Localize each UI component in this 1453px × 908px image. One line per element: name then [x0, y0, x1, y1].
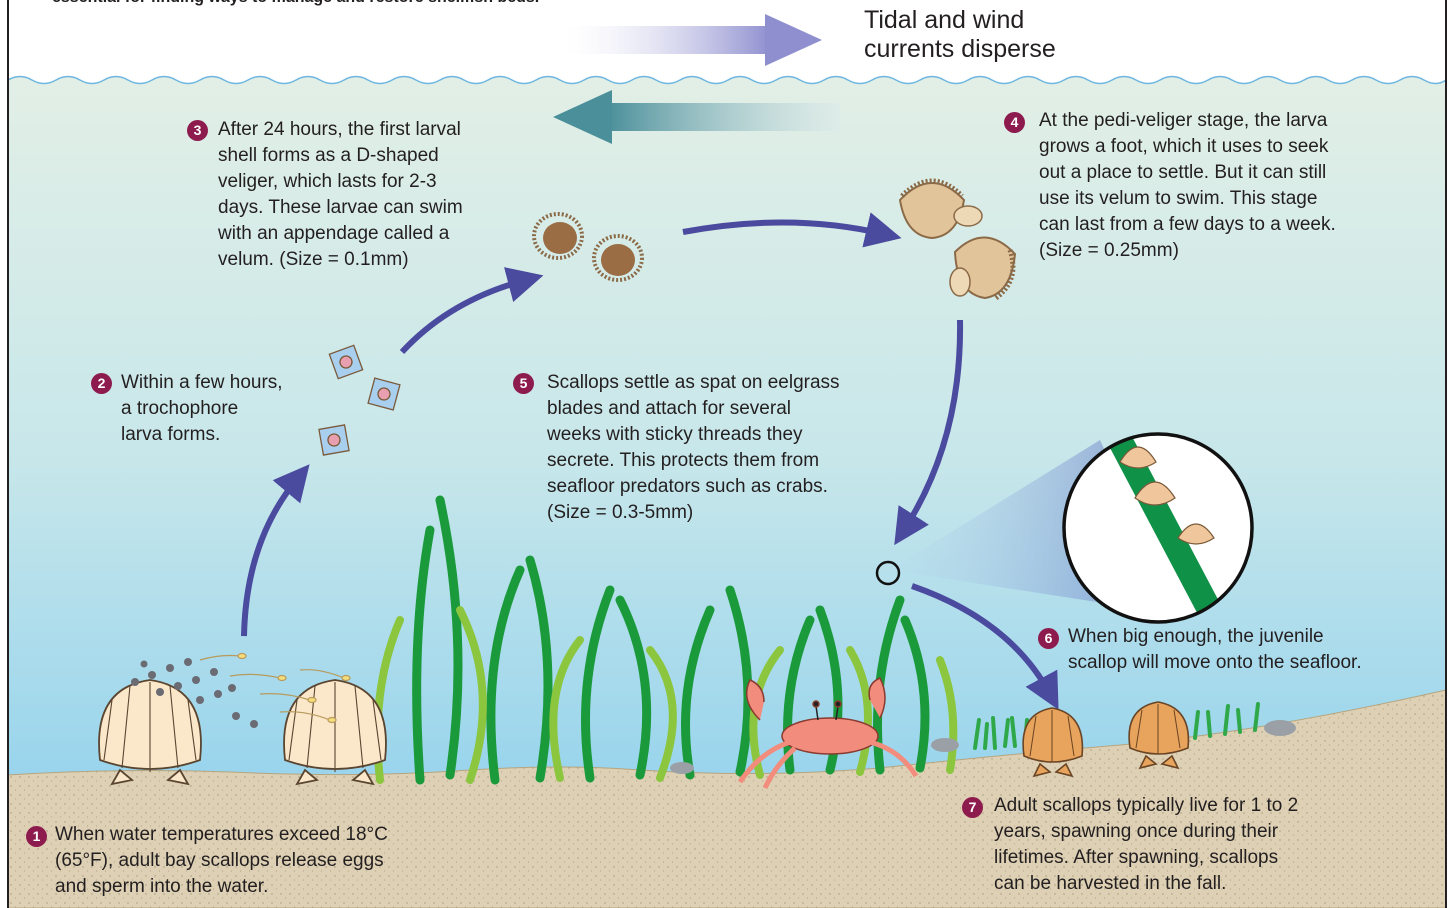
right-border [1445, 0, 1447, 908]
step-text-line: blades and attach for several [547, 396, 840, 422]
header-note: essential for finding ways to manage and… [52, 0, 539, 8]
step-text-line: out a place to settle. But it can still [1039, 160, 1336, 186]
step-text-line: days. These larvae can swim [218, 195, 463, 221]
step-4-badge: 4 [1004, 112, 1025, 133]
currents-label-line: currents disperse [864, 35, 1056, 64]
step-text-line: (Size = 0.25mm) [1039, 238, 1336, 264]
step-text-line: After 24 hours, the first larval [218, 117, 463, 143]
step-text-line: seafloor predators such as crabs. [547, 474, 840, 500]
step-text-line: can be harvested in the fall. [994, 871, 1298, 897]
step-text-line: scallop will move onto the seafloor. [1068, 650, 1362, 676]
rock [670, 762, 694, 774]
step-text-line: Within a few hours, [121, 370, 283, 396]
step-text-line: When big enough, the juvenile [1068, 624, 1362, 650]
step-6-badge: 6 [1038, 628, 1059, 649]
currents-label: Tidal and wind currents disperse [864, 6, 1056, 64]
step-text-line: secrete. This protects them from [547, 448, 840, 474]
step-text-line: (65°F), adult bay scallops release eggs [55, 848, 388, 874]
currents-label-line: Tidal and wind [864, 6, 1056, 35]
step-text-line: Adult scallops typically live for 1 to 2 [994, 793, 1298, 819]
step-5-badge: 5 [513, 373, 534, 394]
step-text-line: veliger, which lasts for 2-3 [218, 169, 463, 195]
step-5-text: Scallops settle as spat on eelgrass blad… [547, 370, 840, 526]
step-text-line: can last from a few days to a week. [1039, 212, 1336, 238]
step-text-line: lifetimes. After spawning, scallops [994, 845, 1298, 871]
step-text-line: When water temperatures exceed 18°C [55, 822, 388, 848]
step-7-badge: 7 [962, 797, 983, 818]
step-text-line: Scallops settle as spat on eelgrass [547, 370, 840, 396]
step-2-text: Within a few hours, a trochophore larva … [121, 370, 283, 448]
step-4-text: At the pedi-veliger stage, the larva gro… [1039, 108, 1336, 264]
step-2-badge: 2 [91, 373, 112, 394]
rock [931, 738, 959, 752]
step-text-line: weeks with sticky threads they [547, 422, 840, 448]
step-text-line: At the pedi-veliger stage, the larva [1039, 108, 1336, 134]
step-6-text: When big enough, the juvenile scallop wi… [1068, 624, 1362, 676]
rock [1264, 720, 1296, 736]
step-text-line: with an appendage called a [218, 221, 463, 247]
step-1-badge: 1 [26, 826, 47, 847]
step-3-text: After 24 hours, the first larval shell f… [218, 117, 463, 273]
step-text-line: (Size = 0.3-5mm) [547, 500, 840, 526]
step-text-line: grows a foot, which it uses to seek [1039, 134, 1336, 160]
step-text-line: and sperm into the water. [55, 874, 388, 900]
step-text-line: use its velum to swim. This stage [1039, 186, 1336, 212]
step-7-text: Adult scallops typically live for 1 to 2… [994, 793, 1298, 897]
step-text-line: larva forms. [121, 422, 283, 448]
step-text-line: shell forms as a D-shaped [218, 143, 463, 169]
step-text-line: a trochophore [121, 396, 283, 422]
step-3-badge: 3 [187, 120, 208, 141]
step-1-text: When water temperatures exceed 18°C (65°… [55, 822, 388, 900]
left-border [7, 0, 9, 908]
step-text-line: years, spawning once during their [994, 819, 1298, 845]
step-text-line: velum. (Size = 0.1mm) [218, 247, 463, 273]
